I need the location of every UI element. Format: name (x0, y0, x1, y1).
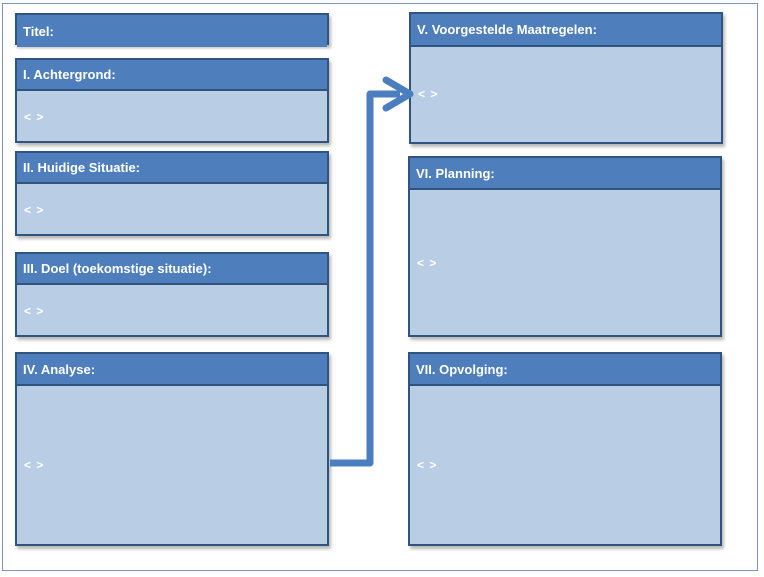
panel-analyse-placeholder: < > (24, 458, 45, 472)
panel-huidige-situatie: II. Huidige Situatie: < > (15, 151, 329, 236)
panel-analyse: IV. Analyse: < > (15, 352, 329, 546)
panel-voorgestelde-maatregelen: V. Voorgestelde Maatregelen: < > (409, 12, 723, 144)
title-panel-label: Titel: (17, 15, 327, 47)
panel-opvolging-placeholder: < > (417, 458, 438, 472)
panel-planning-label: VI. Planning: (410, 158, 720, 190)
panel-doel-label: III. Doel (toekomstige situatie): (17, 254, 327, 285)
panel-planning: VI. Planning: < > (408, 156, 722, 337)
panel-planning-placeholder: < > (417, 256, 438, 270)
panel-doel: III. Doel (toekomstige situatie): < > (15, 252, 329, 337)
panel-voorgestelde-maatregelen-label: V. Voorgestelde Maatregelen: (411, 14, 721, 47)
panel-doel-placeholder: < > (24, 304, 45, 318)
panel-achtergrond-placeholder: < > (24, 110, 45, 124)
panel-opvolging-label: VII. Opvolging: (410, 354, 720, 386)
panel-achtergrond-label: I. Achtergrond: (17, 60, 327, 91)
panel-huidige-situatie-placeholder: < > (24, 203, 45, 217)
panel-achtergrond: I. Achtergrond: < > (15, 58, 329, 143)
panel-huidige-situatie-label: II. Huidige Situatie: (17, 153, 327, 184)
panel-voorgestelde-maatregelen-placeholder: < > (418, 87, 439, 101)
panel-opvolging: VII. Opvolging: < > (408, 352, 722, 546)
panel-analyse-label: IV. Analyse: (17, 354, 327, 386)
title-panel: Titel: (15, 13, 329, 47)
